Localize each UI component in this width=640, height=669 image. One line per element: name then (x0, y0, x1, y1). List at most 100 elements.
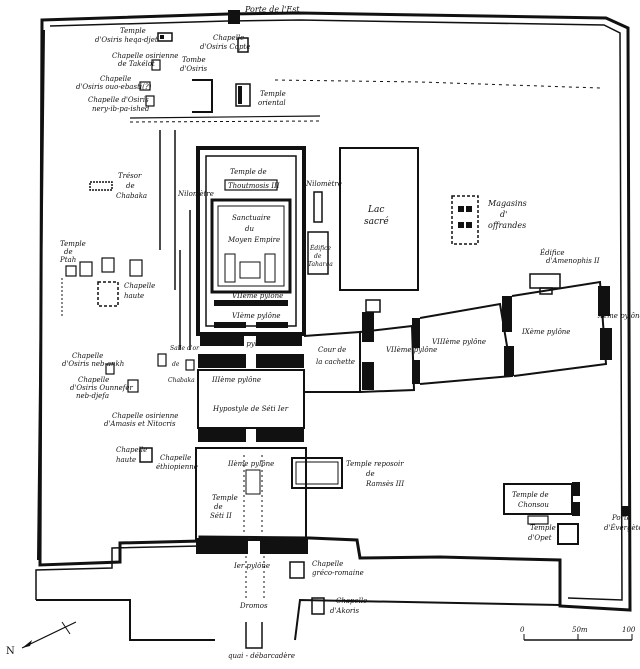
scale-mid: 50m (572, 626, 588, 634)
tresor-label-2: de (126, 182, 135, 190)
salle-or: Salle d'or de Chabaka (157, 345, 200, 384)
amasis-label-2: d'Amasis et Nitocris (104, 420, 176, 428)
evergete-label-2: d'Évergète (604, 523, 640, 532)
sanctuaire-label-3: Moyen Empire (227, 236, 280, 244)
akoris-label-1: Chapelle (336, 597, 367, 605)
chapelle-osirienne-label-2: de Takélot (118, 60, 155, 68)
chapelle-haute-top-label-2: haute (124, 292, 144, 300)
left-chapels-lower: Chapelle d'Osiris neb-ankh Chapelle d'Os… (62, 352, 198, 471)
thoutmosis-label-2: Thoutmosis III (228, 182, 280, 190)
chonsou-label-2: Chonsou (518, 501, 549, 509)
cachette-label-1: Cour de (318, 346, 346, 354)
edifice-taharqa: Édifice de Taharqa (307, 231, 333, 275)
osiris-chapels-area: Temple d'Osiris heqa-djet Chapelle d'Osi… (76, 27, 601, 123)
temple-reposoir: Temple reposoir de Ramsès III (291, 457, 404, 489)
north-arrow-icon: N (6, 621, 77, 657)
ptah-label-1: Temple (60, 240, 86, 248)
chapelles-south: Chapelle gréco-romaine Chapelle d'Akoris (289, 560, 367, 615)
cachette-label-2: la cachette (316, 358, 355, 366)
amenophis-label-2: d'Amenophis II (546, 257, 600, 265)
ethiopienne-label-1: Chapelle (160, 454, 191, 462)
lac-label-1: Lac (367, 205, 384, 215)
evergete-label-1: Porte (611, 514, 631, 522)
taharqa-label-2: de (314, 253, 322, 260)
ptah-label-2: de (64, 248, 73, 256)
temple-oriental-label-1: Temple (260, 90, 286, 98)
temple-seti-label-3: Séti II (210, 512, 232, 520)
vi-pylone-label: VIème pylône (232, 312, 281, 320)
amenophis-label-1: Édifice (539, 248, 565, 257)
reposoir-label-3: Ramsès III (365, 480, 404, 488)
ounnefer-label-2: d'Osiris Ounnefer (70, 384, 134, 392)
sanctuaire-label-2: du (245, 225, 254, 233)
opet-label-2: d'Opet (528, 534, 552, 542)
iv-pylone-label: IVème pylône (221, 340, 270, 348)
chapelle-haute-bottom-label-2: haute (116, 456, 136, 464)
magasins-label-2: d' (500, 210, 507, 219)
magasins-label-3: offrandes (488, 221, 526, 230)
osiris-copte-label-2: d'Osiris Copte (200, 43, 250, 51)
tombe-osiris-label-1: Tombe (182, 56, 206, 64)
porte-est-label: Porte de l'Est (244, 5, 300, 14)
tresor-label-1: Trésor (118, 172, 142, 180)
ix-pylone-label: IXème pylône (521, 328, 570, 336)
x-pylone-label: Xème pylône (597, 312, 640, 320)
temple-chonsou: Temple de Chonsou Temple d'Opet Porte d'… (503, 482, 640, 545)
osiris-ouo-label-1: Chapelle (100, 75, 131, 83)
greco-label-2: gréco-romaine (312, 569, 364, 577)
tresor-label-3: Chabaka (116, 192, 147, 200)
osiris-ouo-label-2: d'Osiris ouo-ebasti(?) (76, 83, 152, 91)
temple-ptah: Temple de Ptah Chapelle haute (59, 210, 191, 350)
scale-bar: 0 50m 100 (520, 626, 636, 641)
salle-or-label-2: de (172, 361, 180, 368)
chapelle-haute-bottom-label-1: Chapelle (116, 446, 147, 454)
ounnefer-label-1: Chapelle (78, 376, 109, 384)
hypostyle-label: Hypostyle de Séti Ier (212, 405, 289, 413)
lac-sacre: Lac sacré (339, 147, 419, 291)
lac-label-2: sacré (364, 216, 389, 227)
north-label: N (6, 646, 15, 657)
osiris-heqa-label-2: d'Osiris heqa-djet (95, 36, 158, 44)
tombe-osiris-label-2: d'Osiris (180, 65, 208, 73)
main-temple: Temple de Thoutmosis III Sanctuaire du M… (195, 146, 308, 660)
tresor-chabaka: Trésor de Chabaka (89, 130, 176, 290)
akoris-label-2: d'Akoris (330, 607, 360, 615)
opet-label-1: Temple (530, 524, 556, 532)
osiris-copte-label-1: Chapelle (213, 34, 244, 42)
sanctuaire-label-1: Sanctuaire (232, 214, 271, 222)
ounnefer-label-3: neb-djefa (76, 392, 109, 400)
amasis-label-1: Chapelle osirienne (112, 412, 178, 420)
iii-pylone-label: IIIème pylône (211, 376, 261, 384)
dromos-label: Dromos (239, 602, 268, 610)
ii-pylone-label: IIème pylône (227, 460, 274, 468)
nilometre-right-label: Nilomètre (305, 180, 342, 188)
scale-end: 100 (622, 626, 636, 634)
quai-label: quai - débarcadère (228, 652, 295, 660)
ethiopienne-label-2: éthiopienne (156, 463, 198, 471)
temple-seti-label-1: Temple (212, 494, 238, 502)
osiris-nery-label-1: Chapelle d'Osiris (88, 96, 149, 104)
thoutmosis-label-1: Temple de (230, 168, 267, 176)
salle-or-label-3: Chabaka (168, 377, 195, 384)
osiris-nery-label-2: nery-ib-pa-ished (92, 105, 150, 113)
temple-seti-label-2: de (214, 503, 223, 511)
i-pylone-label: Ier pylône (233, 562, 270, 570)
salle-or-label-1: Salle d'or (170, 345, 200, 352)
viii-pylone-label: VIIIème pylône (432, 338, 486, 346)
magasins: Magasins d' offrandes (451, 195, 527, 245)
reposoir-label-1: Temple reposoir (346, 460, 404, 468)
taharqa-label-3: Taharqa (308, 261, 333, 268)
temple-oriental-label-2: oriental (258, 99, 286, 107)
nilometre-left-label: Nilomètre (177, 190, 214, 198)
ptah-label-3: Ptah (59, 256, 76, 264)
greco-label-1: Chapelle (312, 560, 343, 568)
neb-ankh-label-1: Chapelle (72, 352, 103, 360)
chonsou-label-1: Temple de (512, 491, 549, 499)
vii-south-label: VIIème pylône (386, 346, 437, 354)
magasins-label-1: Magasins (487, 199, 527, 208)
chapelle-osirienne-label-1: Chapelle osirienne (112, 52, 178, 60)
taharqa-label-1: Édifice (309, 244, 332, 252)
vii-pylone-label: VIIème pylône (232, 292, 283, 300)
chapelle-haute-top-label-1: Chapelle (124, 282, 155, 290)
